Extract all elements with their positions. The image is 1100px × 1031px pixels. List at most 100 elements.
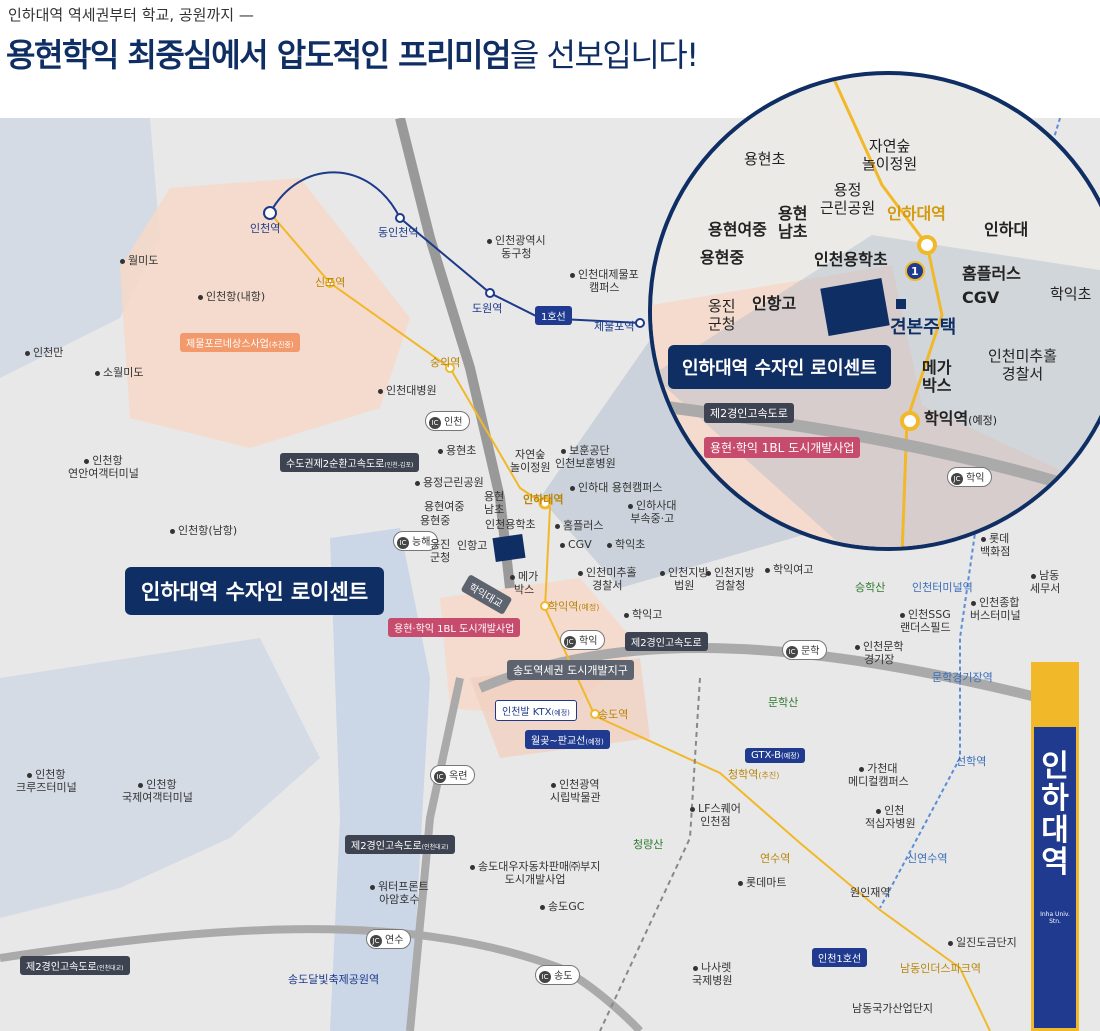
incheon-line1-track [879, 118, 1061, 909]
label-ongjin: 옹진 군청 [430, 538, 451, 564]
ic-icon: JC [951, 473, 963, 485]
zoom-main-label[interactable]: 인하대역 수자인 로이센트 [668, 345, 891, 389]
label-red-cross: 인천 적십자병원 [865, 804, 916, 830]
label-seonhak: 선학역 [956, 755, 987, 768]
jemulpo-project-text: 제물포르네상스사업 [186, 339, 269, 350]
zoom-michuhol-police: 인천미추홀 경찰서 [988, 347, 1058, 383]
label-port-south: 인천항(남항) [170, 524, 237, 537]
zoom-model-house [896, 299, 906, 309]
hagik-stn-note: (예정) [578, 603, 600, 612]
badge-line1: 1호선 [535, 306, 572, 325]
ic-icon: IC [539, 971, 551, 983]
expressway2-b-text: 제2경인고속도로 [351, 841, 422, 852]
label-cgv: CGV [560, 538, 592, 551]
ic-yeonsu-text: 연수 [385, 935, 404, 946]
label-hagikgo: 학익고 [624, 608, 662, 621]
label-lottemart: 롯데마트 [738, 876, 786, 889]
label-songdo-gc: 송도GC [540, 900, 584, 913]
zoom-jayeonsup: 자연숲 놀이정원 [862, 137, 918, 173]
header-subtitle: 인하대역 역세권부터 학교, 공원까지 — [8, 6, 254, 24]
station-hagik [540, 601, 550, 611]
sea-area [0, 118, 160, 378]
title-bold: 용현학익 최중심에서 압도적인 프리미엄 [6, 36, 511, 74]
label-seunghaksan: 승학산 [855, 581, 886, 594]
ic-songdo-text: 송도 [554, 971, 573, 982]
gtxb-text: GTX-B [751, 750, 781, 761]
title-light: 을 선보입니다! [509, 36, 699, 74]
label-munhak-stn: 문학경기장역 [932, 671, 993, 684]
label-cruise: 인천항 크루즈터미널 [16, 768, 77, 794]
zoom-circle: 용현초 자연숲 놀이정원 용정 근린공원 인하대역 인하대 용현여중 용현 남초… [648, 71, 1100, 551]
ring-road-text: 수도권제2순환고속도로 [286, 459, 385, 470]
wolgot-text: 월곶~판교선 [531, 736, 586, 747]
label-homeplus: 홈플러스 [555, 519, 603, 532]
ic-icon: IC [429, 417, 441, 429]
label-court: 인천지방 법원 [660, 566, 708, 592]
station-dongincheon [395, 213, 405, 223]
label-inha-stn: 인하대역 [523, 493, 564, 506]
zoom-mega: 메가 박스 [922, 358, 952, 395]
station-jemulpo [635, 318, 645, 328]
ic-incheon-text: 인천 [444, 417, 463, 428]
badge-jemulpo-project: 제물포르네상스사업(추진중) [180, 333, 300, 352]
label-yeonsu: 연수역 [760, 852, 791, 865]
zoom-station-hagik [900, 411, 920, 431]
station-sinpo [325, 278, 335, 288]
zoom-cgv: CGV [962, 288, 1000, 307]
ic-munhak-text: 문학 [801, 646, 820, 657]
side-small-text: Inha Univ. Stn. [1040, 911, 1070, 925]
label-munhak-stadium: 인천문학 경기장 [855, 640, 903, 666]
ktx-text: 인천발 KTX [502, 707, 552, 718]
label-incheon-hospital: 인천대병원 [378, 384, 437, 397]
label-jayeonsup: 자연숲 놀이정원 [510, 448, 551, 474]
zoom-yonghyeon-yeojung: 용현여중 [708, 220, 767, 239]
hagik-stn-text: 학익역 [548, 600, 579, 613]
badge-expressway2-b: 제2경인고속도로(인천대교) [345, 835, 455, 854]
label-songdo-auto: 송도대우자동차판매㈜부지 도시개발사업 [470, 860, 600, 886]
label-jemulpo: 제물포역 [594, 320, 635, 333]
ic-hagik-text: 학익 [579, 636, 598, 647]
label-michuhol-police: 인천미추홀 경찰서 [578, 566, 637, 592]
label-hagik-cho: 학익초 [607, 538, 645, 551]
ic-icon: IC [397, 537, 409, 549]
ring-road-note: (인천-김포) [384, 462, 414, 469]
label-inha-campus: 인하대 용현캠퍼스 [570, 481, 662, 494]
station-incheon [263, 206, 277, 220]
metro-icon [1034, 665, 1076, 727]
label-intl-terminal: 인천항 국제여객터미널 [122, 778, 193, 804]
badge-wolgot: 월곶~판교선(예정) [525, 730, 610, 749]
expressway2-c-note: (인천대교) [96, 965, 124, 972]
side-banner: 인하대역 Inha Univ. Stn. [1031, 662, 1079, 1031]
label-port-inner: 인천항(내항) [198, 290, 265, 303]
label-hagik-girls: 학익여고 [765, 563, 813, 576]
label-bohun: 보훈공단 인천보훈병원 [555, 444, 616, 470]
station-songdo [590, 709, 600, 719]
zoom-yonghyeon-namcho: 용현 남초 [778, 204, 808, 241]
side-title: 인하대역 [1041, 749, 1069, 880]
zoom-yonghyeon-jung: 용현중 [700, 248, 745, 267]
badge-expressway2: 제2경인고속도로 [625, 632, 708, 651]
label-namdong-ind: 남동인더스파크역 [900, 962, 981, 975]
zoom-hagik-note: (예정) [968, 414, 997, 427]
zoom-site-block [820, 277, 890, 337]
label-museum: 인천광역 시립박물관 [550, 778, 601, 804]
zoom-ongjin: 옹진 군청 [708, 297, 736, 333]
badge-expressway2-c: 제2경인고속도로(인천대교) [20, 956, 130, 975]
label-yonghyeon-jung: 용현중 [420, 514, 451, 527]
main-project-label[interactable]: 인하대역 수자인 로이센트 [125, 567, 385, 615]
label-dongincheon: 동인천역 [378, 226, 419, 239]
expressway2-road-south [0, 925, 643, 1031]
label-yonghyeon-namcho: 용현 남초 [484, 490, 505, 516]
label-yonghyeon-yeojung: 용현여중 [424, 500, 465, 513]
zoom-homeplus: 홈플러스 [962, 264, 1021, 283]
zoom-yonghak-cho: 인천용학초 [814, 250, 888, 269]
label-wonin: 원인재역 [850, 886, 891, 899]
station-dowon [485, 288, 495, 298]
label-songdo-stn: 송도역 [598, 708, 629, 721]
gtxb-note: (예정) [780, 752, 800, 760]
site-block [492, 534, 526, 562]
